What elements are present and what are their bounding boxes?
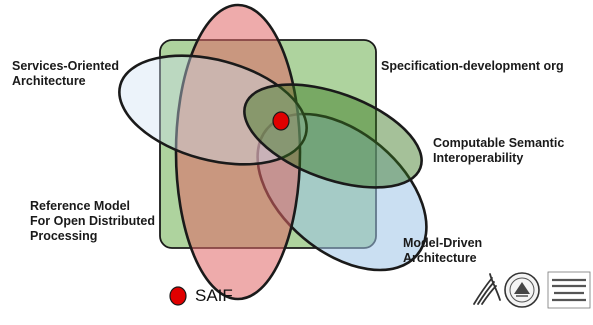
legend-saif-label: SAIF (195, 286, 233, 305)
label-model-driven-architecture: Model-Driven Architecture (403, 236, 483, 265)
soa-ellipse (118, 54, 308, 166)
label-services-oriented-architecture: Services-Oriented Architecture (12, 59, 119, 88)
legend-saif-dot (169, 286, 187, 306)
saif-dot (272, 111, 290, 131)
nih-seal-logo (504, 272, 540, 308)
label-computable-semantic-interoperability: Computable Semantic Interoperability (433, 136, 565, 165)
csi-ellipse (243, 83, 423, 189)
label-specification-development-org: Specification-development org (381, 59, 564, 73)
label-reference-model-open-distributed-processing: Reference Model For Open Distributed Pro… (30, 199, 155, 243)
hhs-eagle-logo (473, 273, 501, 305)
national-cancer-institute-logo (547, 271, 591, 309)
